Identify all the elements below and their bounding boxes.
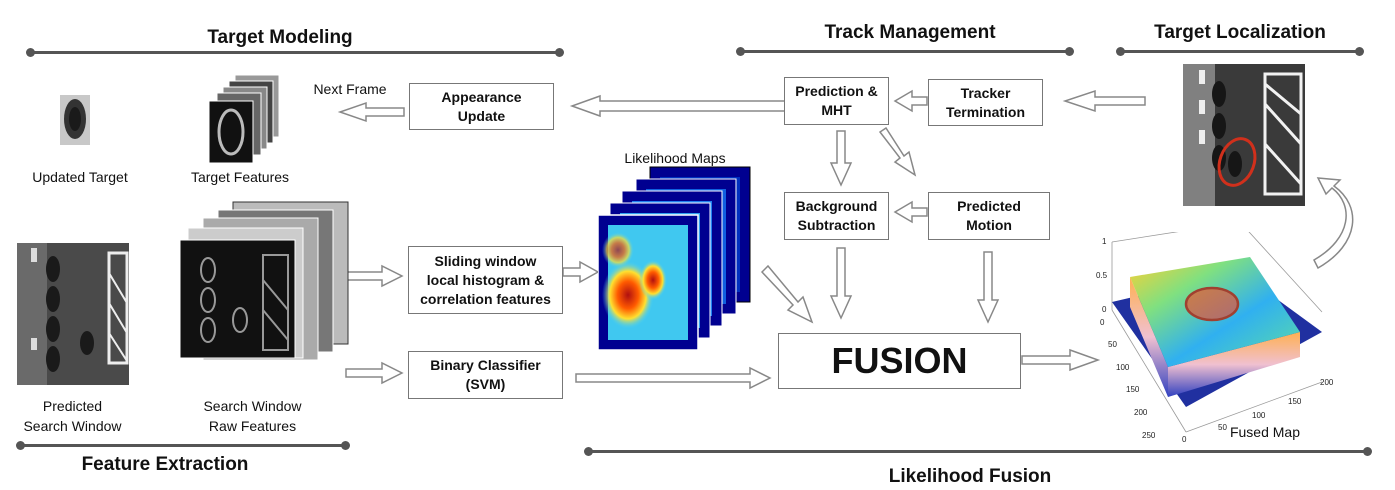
y-tick: 250 bbox=[1142, 431, 1156, 440]
arrow-prediction-to-background bbox=[829, 130, 853, 187]
caption-updated-target: Updated Target bbox=[32, 169, 128, 185]
z-tick: 0 bbox=[1102, 305, 1107, 314]
x-tick: 150 bbox=[1288, 397, 1302, 406]
caption-likelihood-maps: Likelihood Maps bbox=[624, 150, 726, 166]
x-tick: 0 bbox=[1182, 435, 1187, 442]
arrow-prediction-to-motion bbox=[878, 126, 917, 177]
x-tick: 50 bbox=[1218, 423, 1227, 432]
rule-feature-extraction bbox=[16, 441, 350, 450]
arrow-motion-to-fusion bbox=[976, 251, 1000, 324]
caption-fused-map: Fused Map bbox=[1229, 424, 1301, 440]
y-tick: 50 bbox=[1108, 340, 1117, 349]
caption-next-frame: Next Frame bbox=[313, 81, 387, 97]
prediction-mht-box: Prediction & MHT bbox=[784, 77, 889, 125]
arrow-termination-to-prediction bbox=[893, 89, 928, 113]
rule-track-management bbox=[736, 47, 1074, 56]
fusion-box: FUSION bbox=[778, 333, 1021, 389]
rule-likelihood-fusion bbox=[584, 447, 1372, 456]
heading-target-localization: Target Localization bbox=[1154, 22, 1326, 43]
arrow-background-to-fusion bbox=[829, 247, 853, 320]
y-tick: 0 bbox=[1100, 318, 1105, 327]
updated-target-image bbox=[60, 95, 90, 145]
arrow-maps-to-fusion bbox=[760, 264, 814, 324]
predicted-motion-box: Predicted Motion bbox=[928, 192, 1050, 240]
fused-map-plot: 1 0.5 0 0 50 100 150 200 250 0 50 100 15… bbox=[1096, 232, 1334, 442]
arrow-motion-to-background bbox=[893, 200, 928, 224]
y-tick: 100 bbox=[1116, 363, 1130, 372]
rule-target-localization bbox=[1116, 47, 1364, 56]
binary-classifier-box: Binary Classifier (SVM) bbox=[408, 351, 563, 399]
arrow-appearance-to-next-frame bbox=[337, 101, 405, 123]
x-tick: 100 bbox=[1252, 411, 1266, 420]
sliding-window-box: Sliding window local histogram & correla… bbox=[408, 246, 563, 314]
heading-likelihood-fusion: Likelihood Fusion bbox=[888, 466, 1052, 487]
arrow-fusion-to-map bbox=[1021, 348, 1101, 372]
heading-target-modeling: Target Modeling bbox=[207, 27, 353, 48]
z-tick: 1 bbox=[1102, 237, 1107, 246]
raw-features-image bbox=[179, 201, 349, 360]
caption-search-window-raw-features: Search Window Raw Features bbox=[203, 398, 302, 434]
target-features-image bbox=[208, 75, 280, 164]
appearance-update-box: Appearance Update bbox=[409, 83, 554, 130]
y-tick: 200 bbox=[1134, 408, 1148, 417]
heading-feature-extraction: Feature Extraction bbox=[81, 454, 249, 475]
arrow-map-to-localization bbox=[1313, 177, 1354, 270]
arrow-sliding-to-maps bbox=[562, 260, 600, 284]
tracker-termination-box: Tracker Termination bbox=[928, 79, 1043, 126]
y-tick: 150 bbox=[1126, 385, 1140, 394]
heading-track-management: Track Management bbox=[824, 22, 996, 43]
background-subtraction-box: Background Subtraction bbox=[784, 192, 889, 240]
target-localization-image bbox=[1183, 64, 1305, 206]
x-tick: 200 bbox=[1320, 378, 1334, 387]
arrow-prediction-to-appearance bbox=[569, 94, 786, 118]
arrow-classifier-to-fusion bbox=[575, 366, 772, 390]
caption-target-features: Target Features bbox=[190, 169, 290, 185]
rule-target-modeling bbox=[26, 48, 564, 57]
arrow-localization-to-termination bbox=[1062, 89, 1146, 113]
likelihood-maps-image bbox=[598, 166, 751, 350]
z-tick: 0.5 bbox=[1096, 271, 1108, 280]
caption-predicted-search-window: Predicted Search Window bbox=[23, 398, 122, 434]
arrow-raw-to-classifier bbox=[345, 361, 404, 385]
arrow-raw-to-sliding bbox=[345, 264, 404, 288]
predicted-search-window-image bbox=[17, 243, 129, 385]
